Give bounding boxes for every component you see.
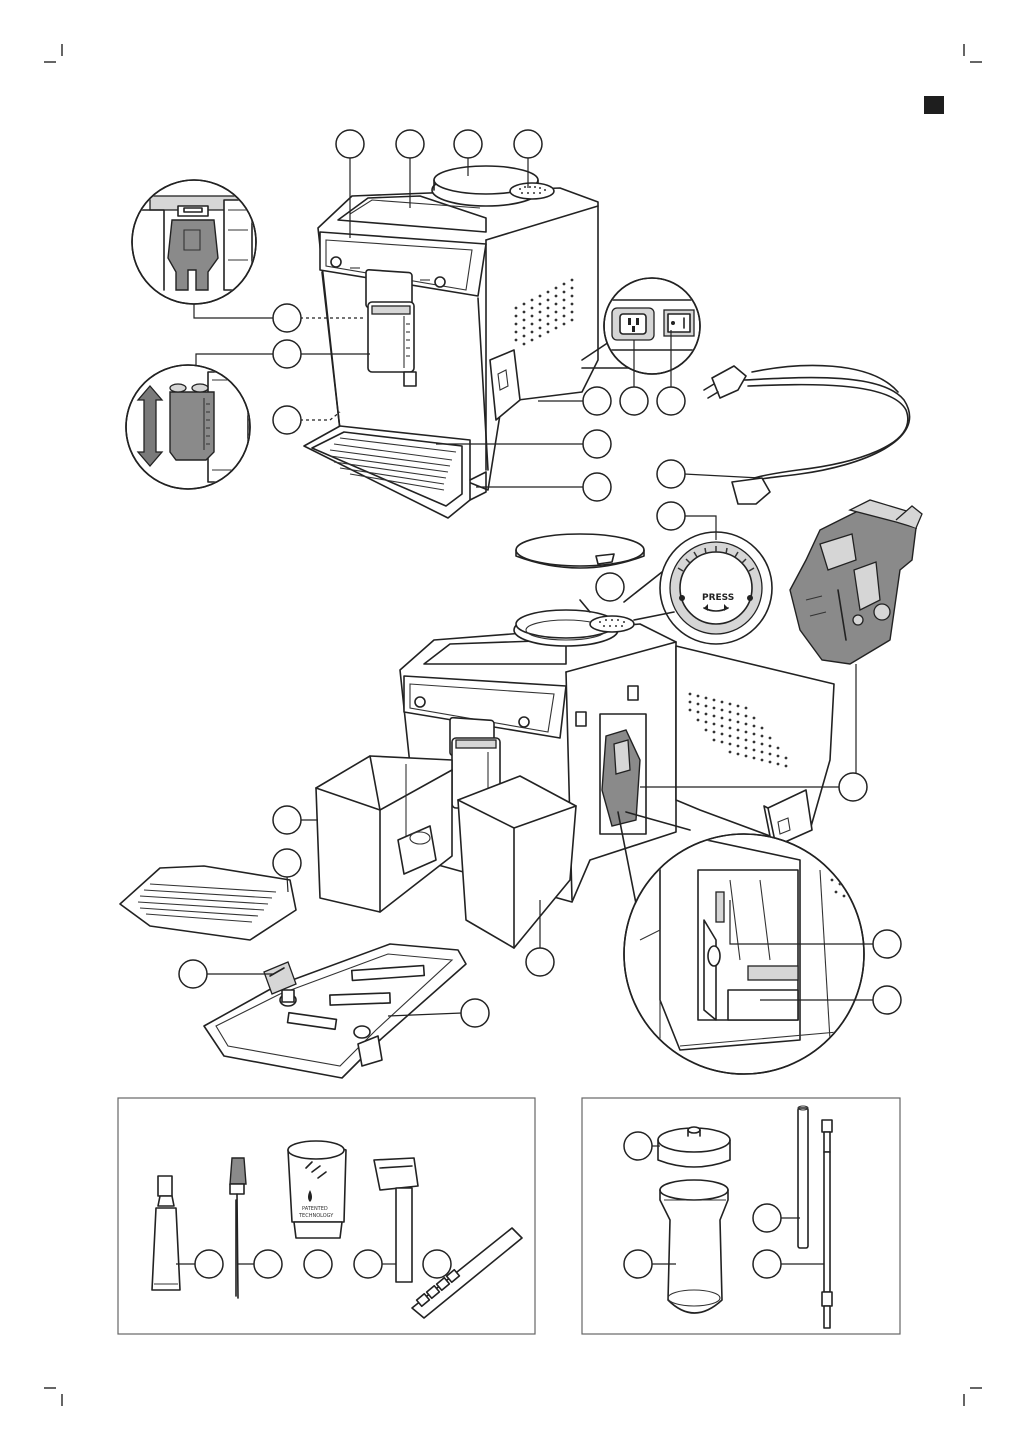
water-tank (316, 756, 452, 912)
callout-circle (195, 1250, 223, 1278)
milk-accessories-box (582, 1098, 900, 1334)
callout-circle (583, 387, 611, 415)
callout-circle (273, 304, 301, 332)
filter-text-1: PATENTED (302, 1206, 328, 1212)
callout-circle (657, 502, 685, 530)
callout-circle (336, 130, 364, 158)
callout-circle (873, 930, 901, 958)
drip-tray (204, 944, 466, 1078)
water-filter: PATENTED TECHNOLOGY (288, 1141, 346, 1238)
filter-text-2: TECHNOLOGY (298, 1213, 334, 1219)
callout-circle (273, 340, 301, 368)
callout-circle (624, 1132, 652, 1160)
callout-circle (839, 773, 867, 801)
power-socket-inset (582, 278, 700, 374)
drip-tray-cover (120, 866, 296, 940)
grounds-container (458, 776, 576, 948)
hopper-lid-detached (516, 534, 644, 568)
callout-circle (396, 130, 424, 158)
callout-circle (526, 948, 554, 976)
machine-front-view (304, 166, 598, 518)
zoom-inset-spout-slide (126, 365, 250, 489)
milk-tube-long (822, 1120, 832, 1328)
callout-circle (354, 1250, 382, 1278)
callout-circle (583, 473, 611, 501)
milk-tube-short (798, 1106, 808, 1248)
callout-circle (423, 1250, 451, 1278)
callout-circle (461, 999, 489, 1027)
callout-circle (620, 387, 648, 415)
callout-circle (753, 1250, 781, 1278)
callout-circle (454, 130, 482, 158)
grind-dial-inset: PRESS (660, 532, 772, 644)
callout-circle (304, 1250, 332, 1278)
callout-circle (596, 573, 624, 601)
zoom-inset-spout-top (132, 180, 256, 304)
callout-circle (657, 387, 685, 415)
accessories-box: PATENTED TECHNOLOGY (118, 1098, 535, 1334)
brew-compartment-zoom (618, 812, 864, 1074)
callout-circle (179, 960, 207, 988)
callout-circle (624, 1250, 652, 1278)
dial-press-label: PRESS (702, 593, 734, 603)
callout-circle (273, 806, 301, 834)
callout-circle (254, 1250, 282, 1278)
callout-circle (514, 130, 542, 158)
callout-circle (753, 1204, 781, 1232)
brew-group (790, 500, 922, 664)
power-cord (704, 365, 910, 504)
callout-circle (273, 406, 301, 434)
callout-circle (583, 430, 611, 458)
callout-circle (657, 460, 685, 488)
callout-circle (873, 986, 901, 1014)
side-panel-removed (676, 646, 834, 846)
language-section-marker (924, 96, 944, 114)
callout-circle (273, 849, 301, 877)
